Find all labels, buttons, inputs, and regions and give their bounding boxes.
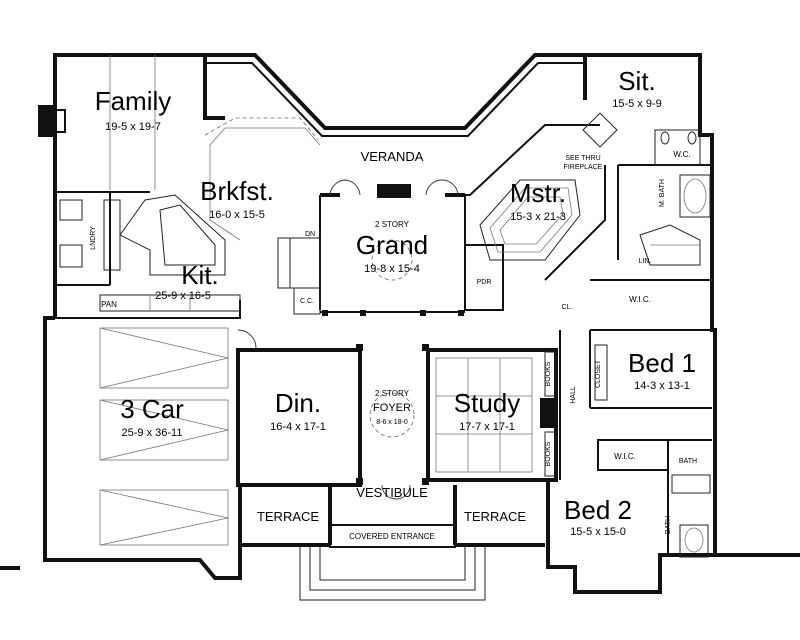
label-books-bottom: BOOKS xyxy=(545,441,552,466)
label-cl: CL. xyxy=(562,304,573,311)
room-foyer-prefix: 2 STORY xyxy=(375,389,410,398)
room-grand-dims: 19-8 x 15-4 xyxy=(364,263,420,275)
room-grand-prefix: 2 STORY xyxy=(375,220,410,229)
room-bed1-name: Bed 1 xyxy=(628,348,696,378)
room-sit-name: Sit. xyxy=(618,66,656,96)
room-din-name: Din. xyxy=(275,388,321,418)
label-wic-master: W.I.C. xyxy=(629,295,651,304)
small-labels: VERANDA VESTIBULE TERRACE TERRACE COVERE… xyxy=(90,149,697,541)
label-pan: PAN xyxy=(101,300,117,309)
exterior-walls xyxy=(0,53,800,594)
label-terrace-left: TERRACE xyxy=(257,509,319,524)
label-m-bath: M. BATH xyxy=(659,179,666,207)
label-see-thru: SEE THRU xyxy=(565,155,600,162)
room-family-name: Family xyxy=(95,86,172,116)
room-family-dims: 19-5 x 19-7 xyxy=(105,121,161,133)
label-fireplace: FIREPLACE xyxy=(564,164,603,171)
label-books-top: BOOKS xyxy=(545,361,552,386)
room-study-name: Study xyxy=(454,388,521,418)
room-foyer-name: FOYER xyxy=(373,402,411,414)
room-mstr-dims: 15-3 x 21-3 xyxy=(510,211,566,223)
label-pdr: PDR xyxy=(477,279,492,286)
room-garage-name: 3 Car xyxy=(120,394,184,424)
label-cc: C.C. xyxy=(300,298,314,305)
room-bed1-dims: 14-3 x 13-1 xyxy=(634,380,690,392)
room-garage-dims: 25-9 x 36-11 xyxy=(122,427,183,439)
label-wc: W.C. xyxy=(673,150,690,159)
label-bath-lower: BATH xyxy=(665,516,672,534)
room-mstr-name: Mstr. xyxy=(510,178,566,208)
label-closet: CLOSET xyxy=(595,359,602,388)
room-brkfst-name: Brkfst. xyxy=(200,176,274,206)
room-bed2-dims: 15-5 x 15-0 xyxy=(570,526,626,538)
fixtures xyxy=(38,55,711,601)
room-labels: Family 19-5 x 19-7 Sit. 15-5 x 9-9 Brkfs… xyxy=(95,66,696,538)
label-lin: LIN. xyxy=(639,258,652,265)
room-brkfst-dims: 16-0 x 15-5 xyxy=(209,209,265,221)
label-vestibule: VESTIBULE xyxy=(356,485,428,500)
room-kit-name: Kit. xyxy=(181,260,219,290)
label-terrace-right: TERRACE xyxy=(464,509,526,524)
label-bath-upper: BATH xyxy=(679,458,697,465)
room-bed2-name: Bed 2 xyxy=(564,495,632,525)
label-covered-entrance: COVERED ENTRANCE xyxy=(349,532,435,541)
room-sit-dims: 15-5 x 9-9 xyxy=(612,98,662,110)
label-dn: DN xyxy=(305,231,315,238)
room-foyer-dims: 8-6 x 18-0 xyxy=(376,419,408,426)
interior-walls xyxy=(44,124,712,560)
room-study-dims: 17-7 x 17-1 xyxy=(459,421,515,433)
label-veranda: VERANDA xyxy=(361,149,424,164)
room-kit-dims: 25-9 x 16-5 xyxy=(155,290,211,302)
room-grand-name: Grand xyxy=(356,230,428,260)
label-lndry: LNDRY xyxy=(90,226,97,250)
label-wic-bed: W.I.C. xyxy=(614,452,636,461)
room-din-dims: 16-4 x 17-1 xyxy=(270,421,326,433)
label-hall: HALL xyxy=(570,386,577,404)
